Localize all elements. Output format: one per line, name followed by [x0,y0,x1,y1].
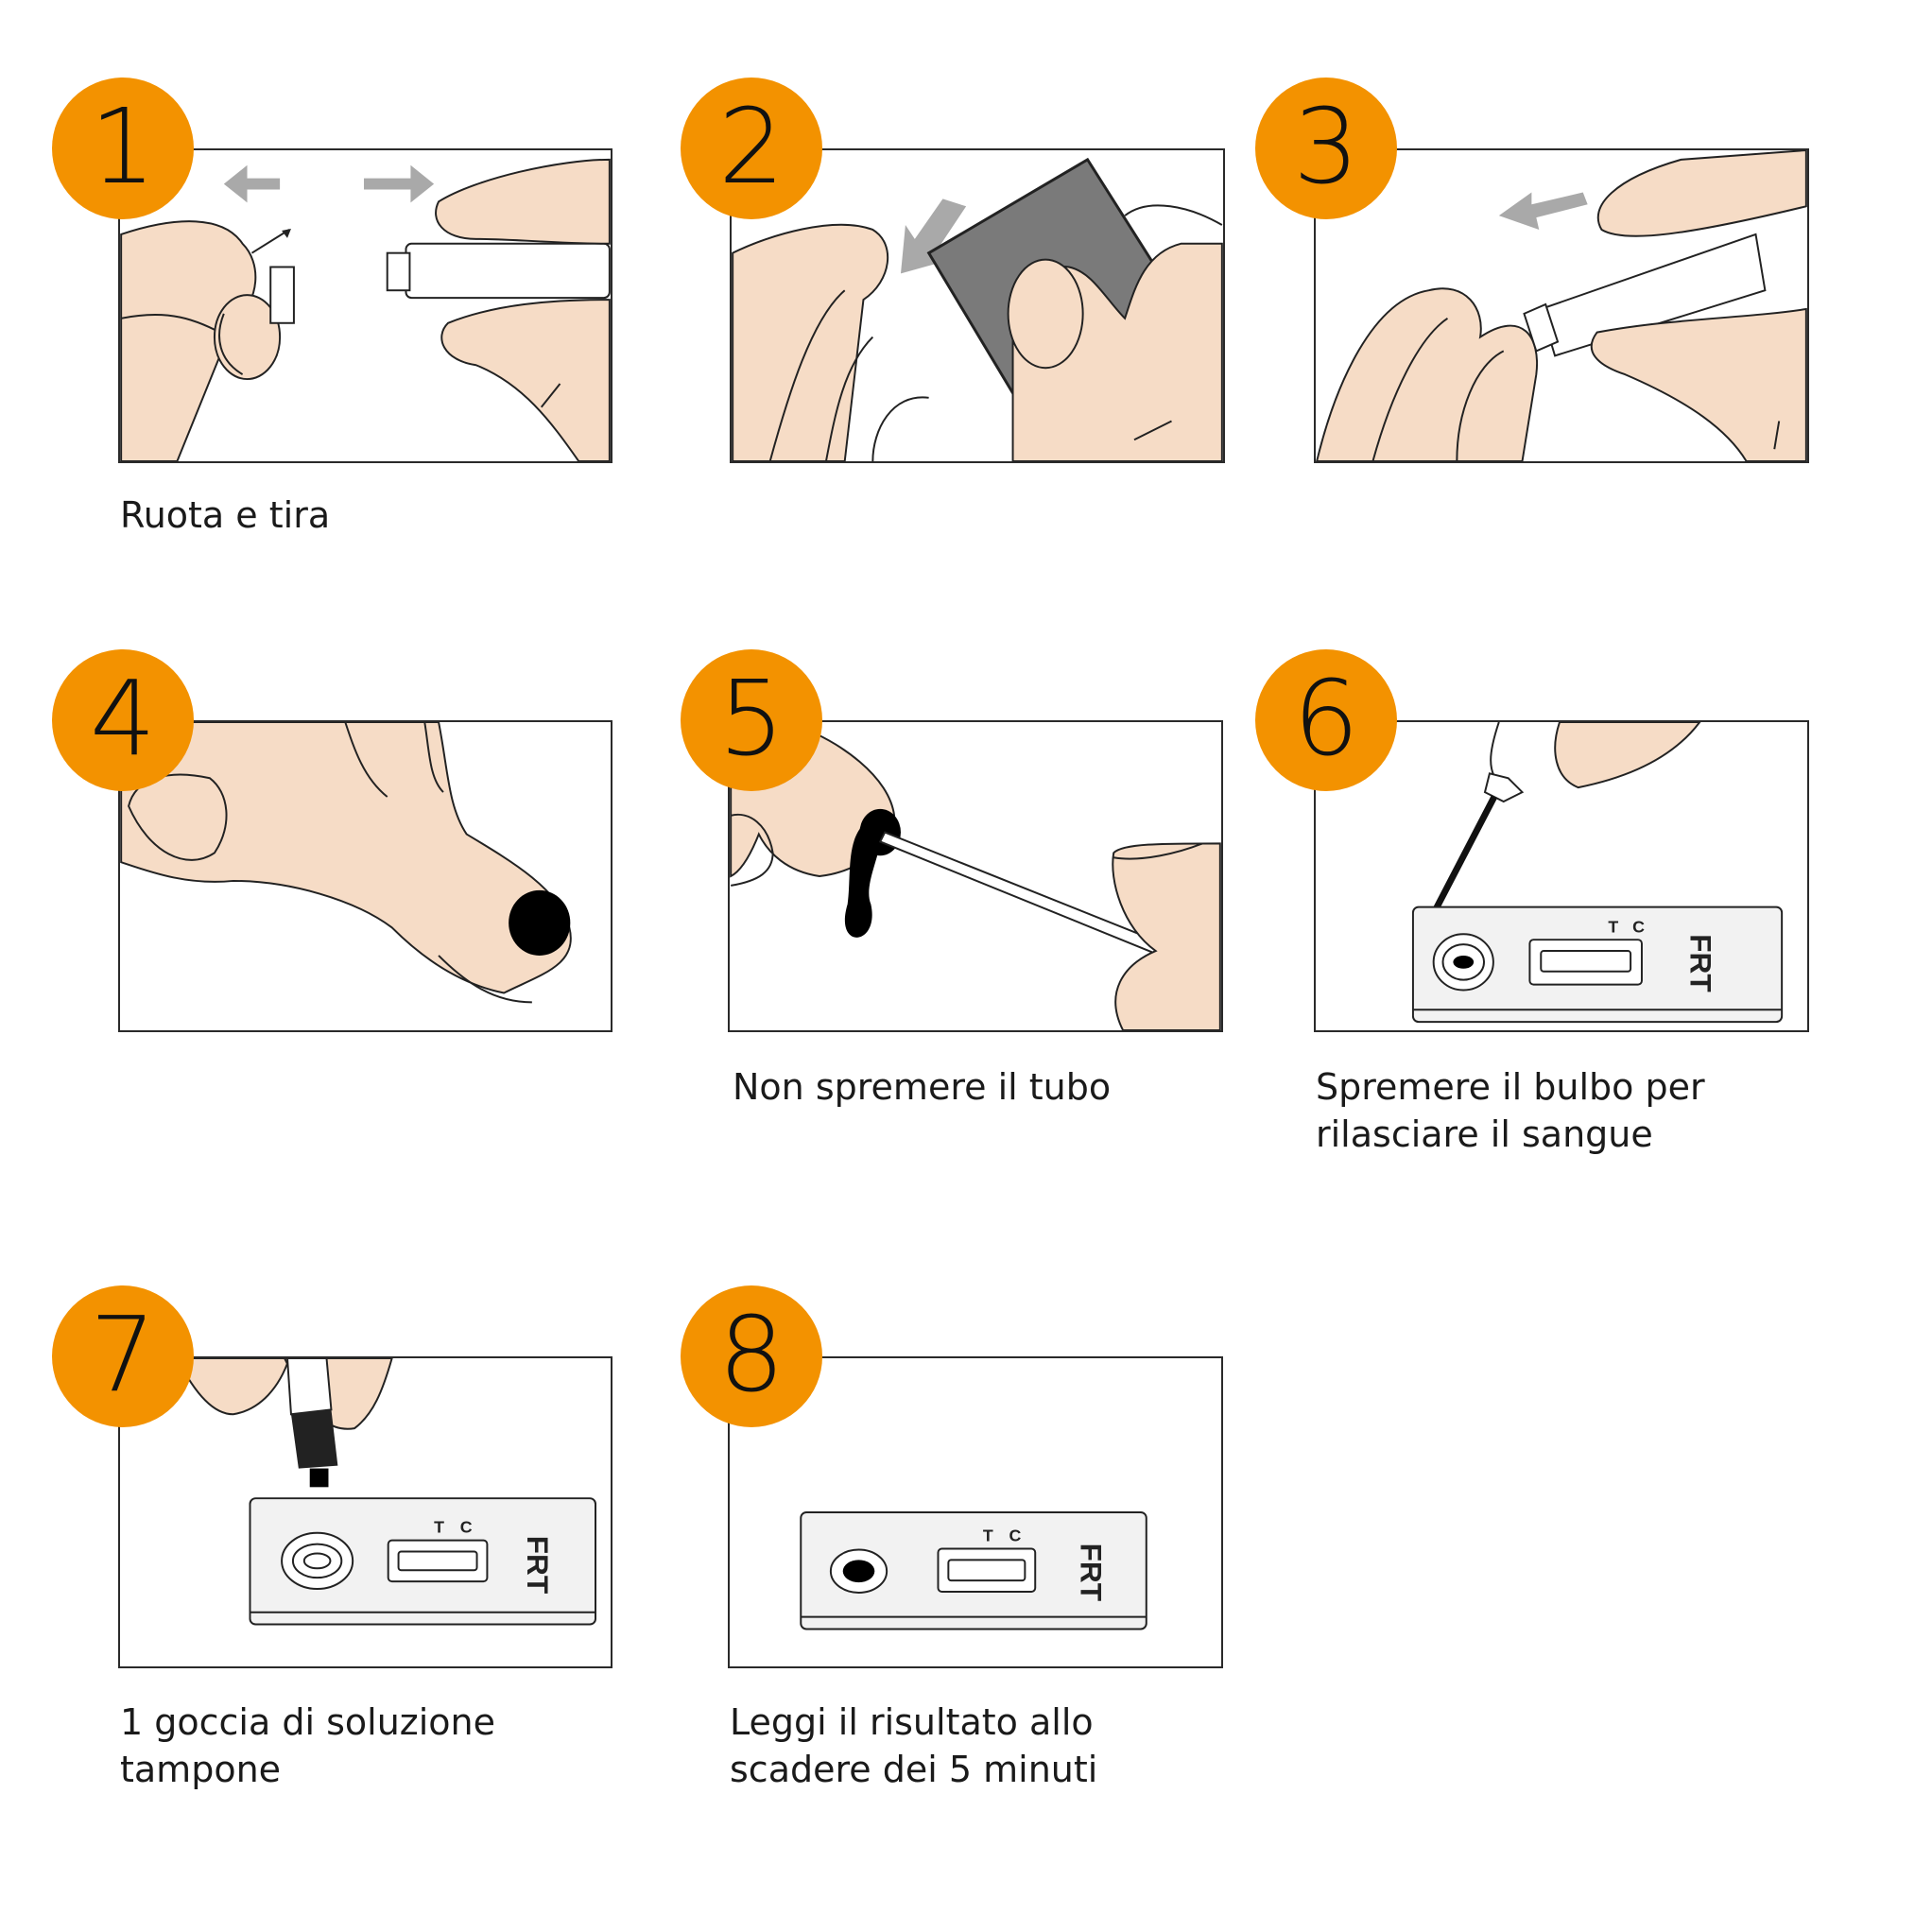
step-1-number-badge: 1 [52,78,194,219]
step-7-caption: 1 goccia di soluzione tampone [120,1701,495,1790]
lancet-twist-pull-icon [120,158,611,461]
cassette-brand: FRT [521,1536,555,1594]
cassette-t-label: T [983,1527,993,1545]
step-number: 6 [1293,658,1359,779]
step-3-number-badge: 3 [1255,78,1397,219]
step-2-illustration [730,148,1225,463]
step-number: 1 [90,86,156,207]
step-number: 8 [718,1294,785,1415]
cassette-c-label: C [1009,1527,1022,1545]
step-8-caption: Leggi il risultato allo scadere dei 5 mi… [730,1701,1098,1790]
buffer-bottle-drop-icon: T C FRT [176,1358,597,1626]
step-7-illustration: T C FRT [118,1356,612,1668]
cassette-t-label: T [434,1518,444,1537]
cassette-brand: FRT [1075,1544,1109,1601]
step-5-caption: Non spremere il tubo [733,1066,1112,1108]
alcohol-wipe-finger-icon [732,157,1223,461]
test-cassette-result-icon: T C FRT [800,1511,1147,1630]
step-8-number-badge: 8 [681,1285,822,1427]
step-number: 7 [90,1294,156,1415]
step-2-number-badge: 2 [681,78,822,219]
cassette-t-label: T [1608,917,1618,936]
step-number: 2 [718,86,785,207]
step-5-number-badge: 5 [681,649,822,791]
step-8-illustration: T C FRT [728,1356,1223,1668]
blood-drop-finger-icon [120,722,572,1004]
step-6-caption: Spremere il bulbo per rilasciare il sang… [1316,1066,1705,1155]
cassette-c-label: C [460,1518,473,1537]
cassette-brand: FRT [1683,934,1717,992]
step-7-number-badge: 7 [52,1285,194,1427]
step-6-illustration: T C FRT [1314,720,1809,1032]
step-4-number-badge: 4 [52,649,194,791]
cassette-c-label: C [1632,917,1645,936]
step-1-illustration [118,148,612,463]
lancet-press-finger-icon [1316,150,1807,461]
step-number: 3 [1293,86,1359,207]
dropper-to-sample-well-icon: T C FRT [1411,722,1784,1024]
step-6-number-badge: 6 [1255,649,1397,791]
step-1-caption: Ruota e tira [120,494,331,536]
step-number: 5 [718,658,785,779]
step-4-illustration [118,720,612,1032]
step-3-illustration [1314,148,1809,463]
step-number: 4 [90,658,156,779]
